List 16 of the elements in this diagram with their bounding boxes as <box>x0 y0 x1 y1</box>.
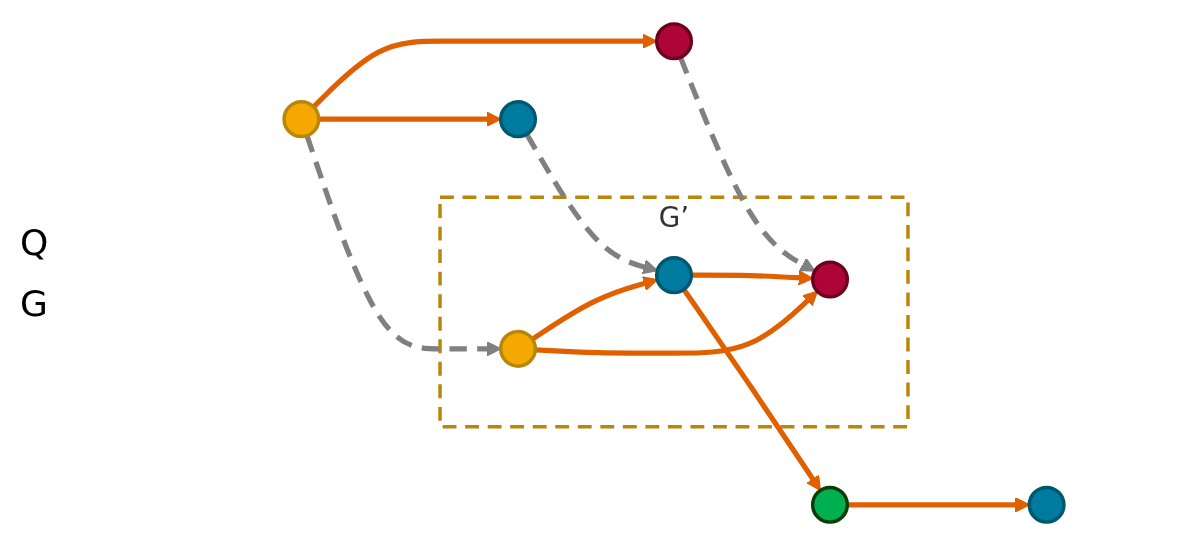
node-circle <box>810 260 850 299</box>
arrow <box>681 287 822 492</box>
node-circle <box>282 100 321 139</box>
graph-label: Q <box>20 222 50 263</box>
node-circle <box>498 329 538 368</box>
node-circle <box>498 100 538 139</box>
node-circle <box>1027 485 1066 524</box>
cluster: G’ <box>438 195 910 429</box>
arrow <box>678 56 816 272</box>
arrow <box>531 276 658 342</box>
graph-label: G <box>20 283 49 324</box>
node-circle <box>810 485 850 524</box>
arrow <box>524 132 658 275</box>
node-circle <box>654 256 694 295</box>
node-circle <box>654 22 694 61</box>
arrow <box>535 290 819 356</box>
